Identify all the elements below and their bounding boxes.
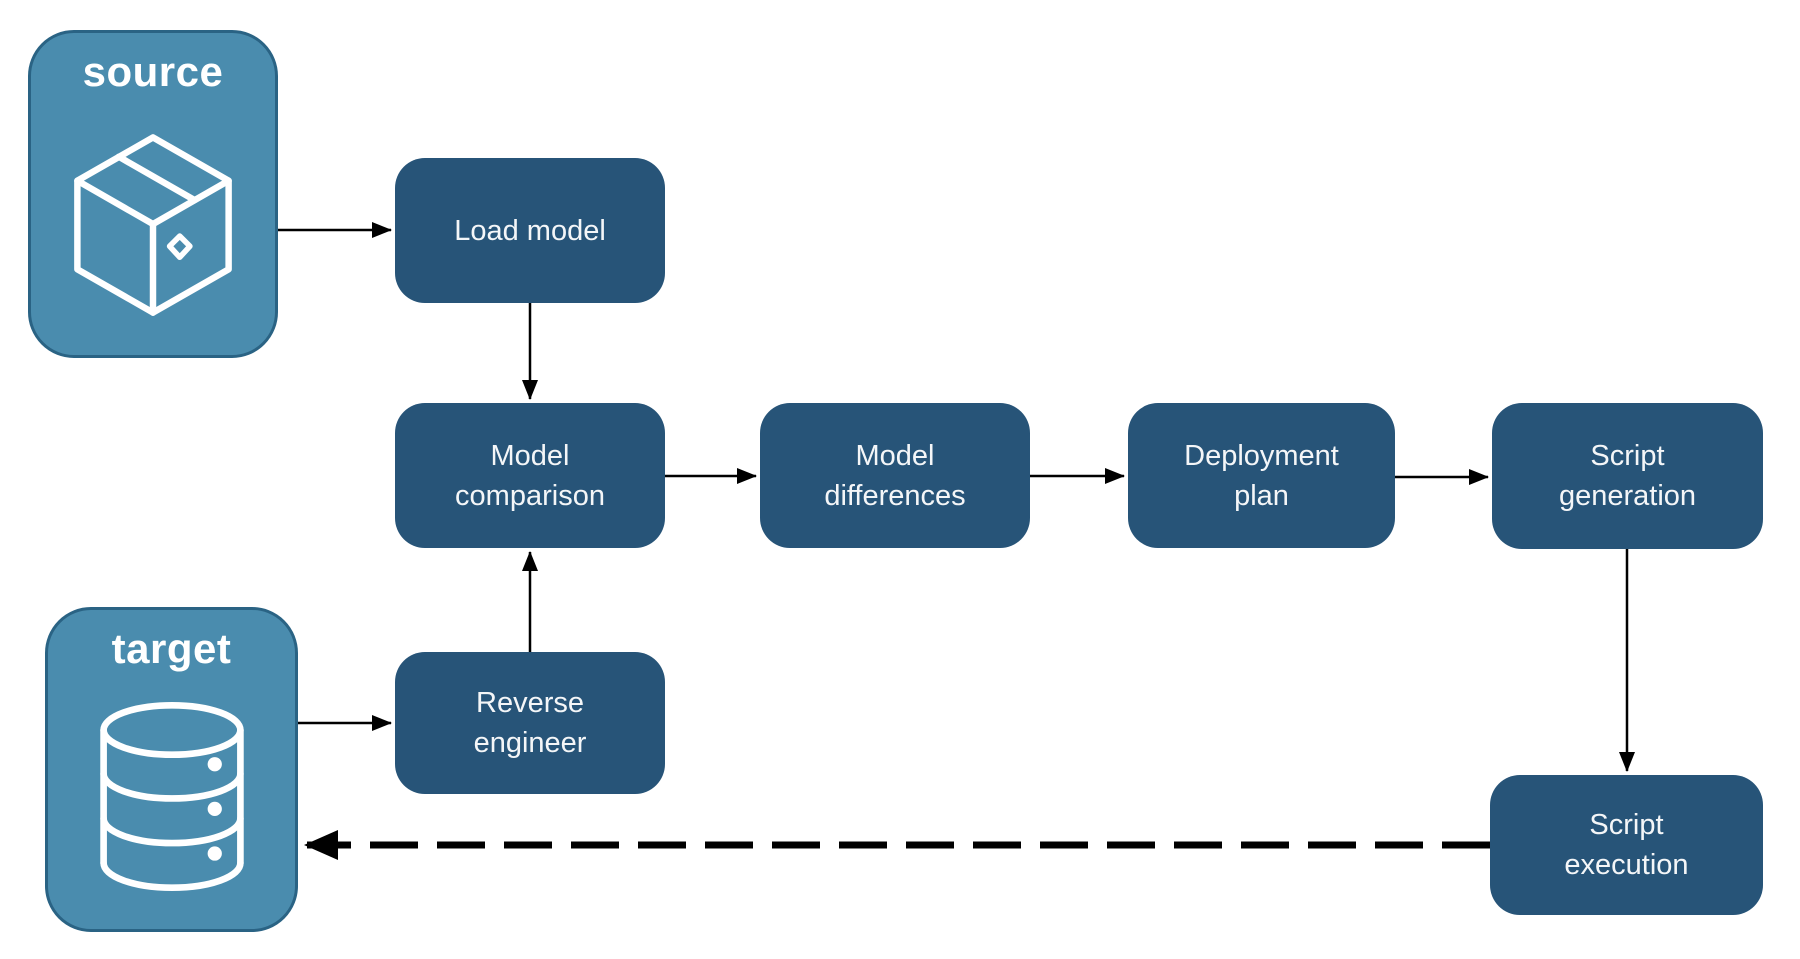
target-label: target	[111, 625, 232, 672]
script-generation-label: Script generation	[1558, 440, 1697, 512]
node-reverse-engineer: Reverse engineer	[395, 652, 665, 794]
node-target: target	[45, 607, 298, 932]
load-model-label: Load model	[454, 214, 606, 247]
reverse-engineer-label: Reverse engineer	[473, 687, 587, 759]
package-icon	[70, 127, 236, 328]
node-deployment-plan: Deployment plan	[1128, 403, 1395, 548]
node-source: source	[28, 30, 278, 358]
script-execution-label: Script execution	[1564, 809, 1689, 881]
node-script-generation: Script generation	[1492, 403, 1763, 549]
node-model-comparison: Model comparison	[395, 403, 665, 548]
node-load-model: Load model	[395, 158, 665, 303]
database-icon	[96, 698, 248, 901]
model-comparison-label: Model comparison	[455, 439, 605, 512]
model-differences-label: Model differences	[824, 439, 966, 512]
node-model-differences: Model differences	[760, 403, 1030, 548]
deployment-plan-label: Deployment plan	[1184, 439, 1339, 512]
node-script-execution: Script execution	[1490, 775, 1763, 915]
source-label: source	[82, 48, 224, 95]
